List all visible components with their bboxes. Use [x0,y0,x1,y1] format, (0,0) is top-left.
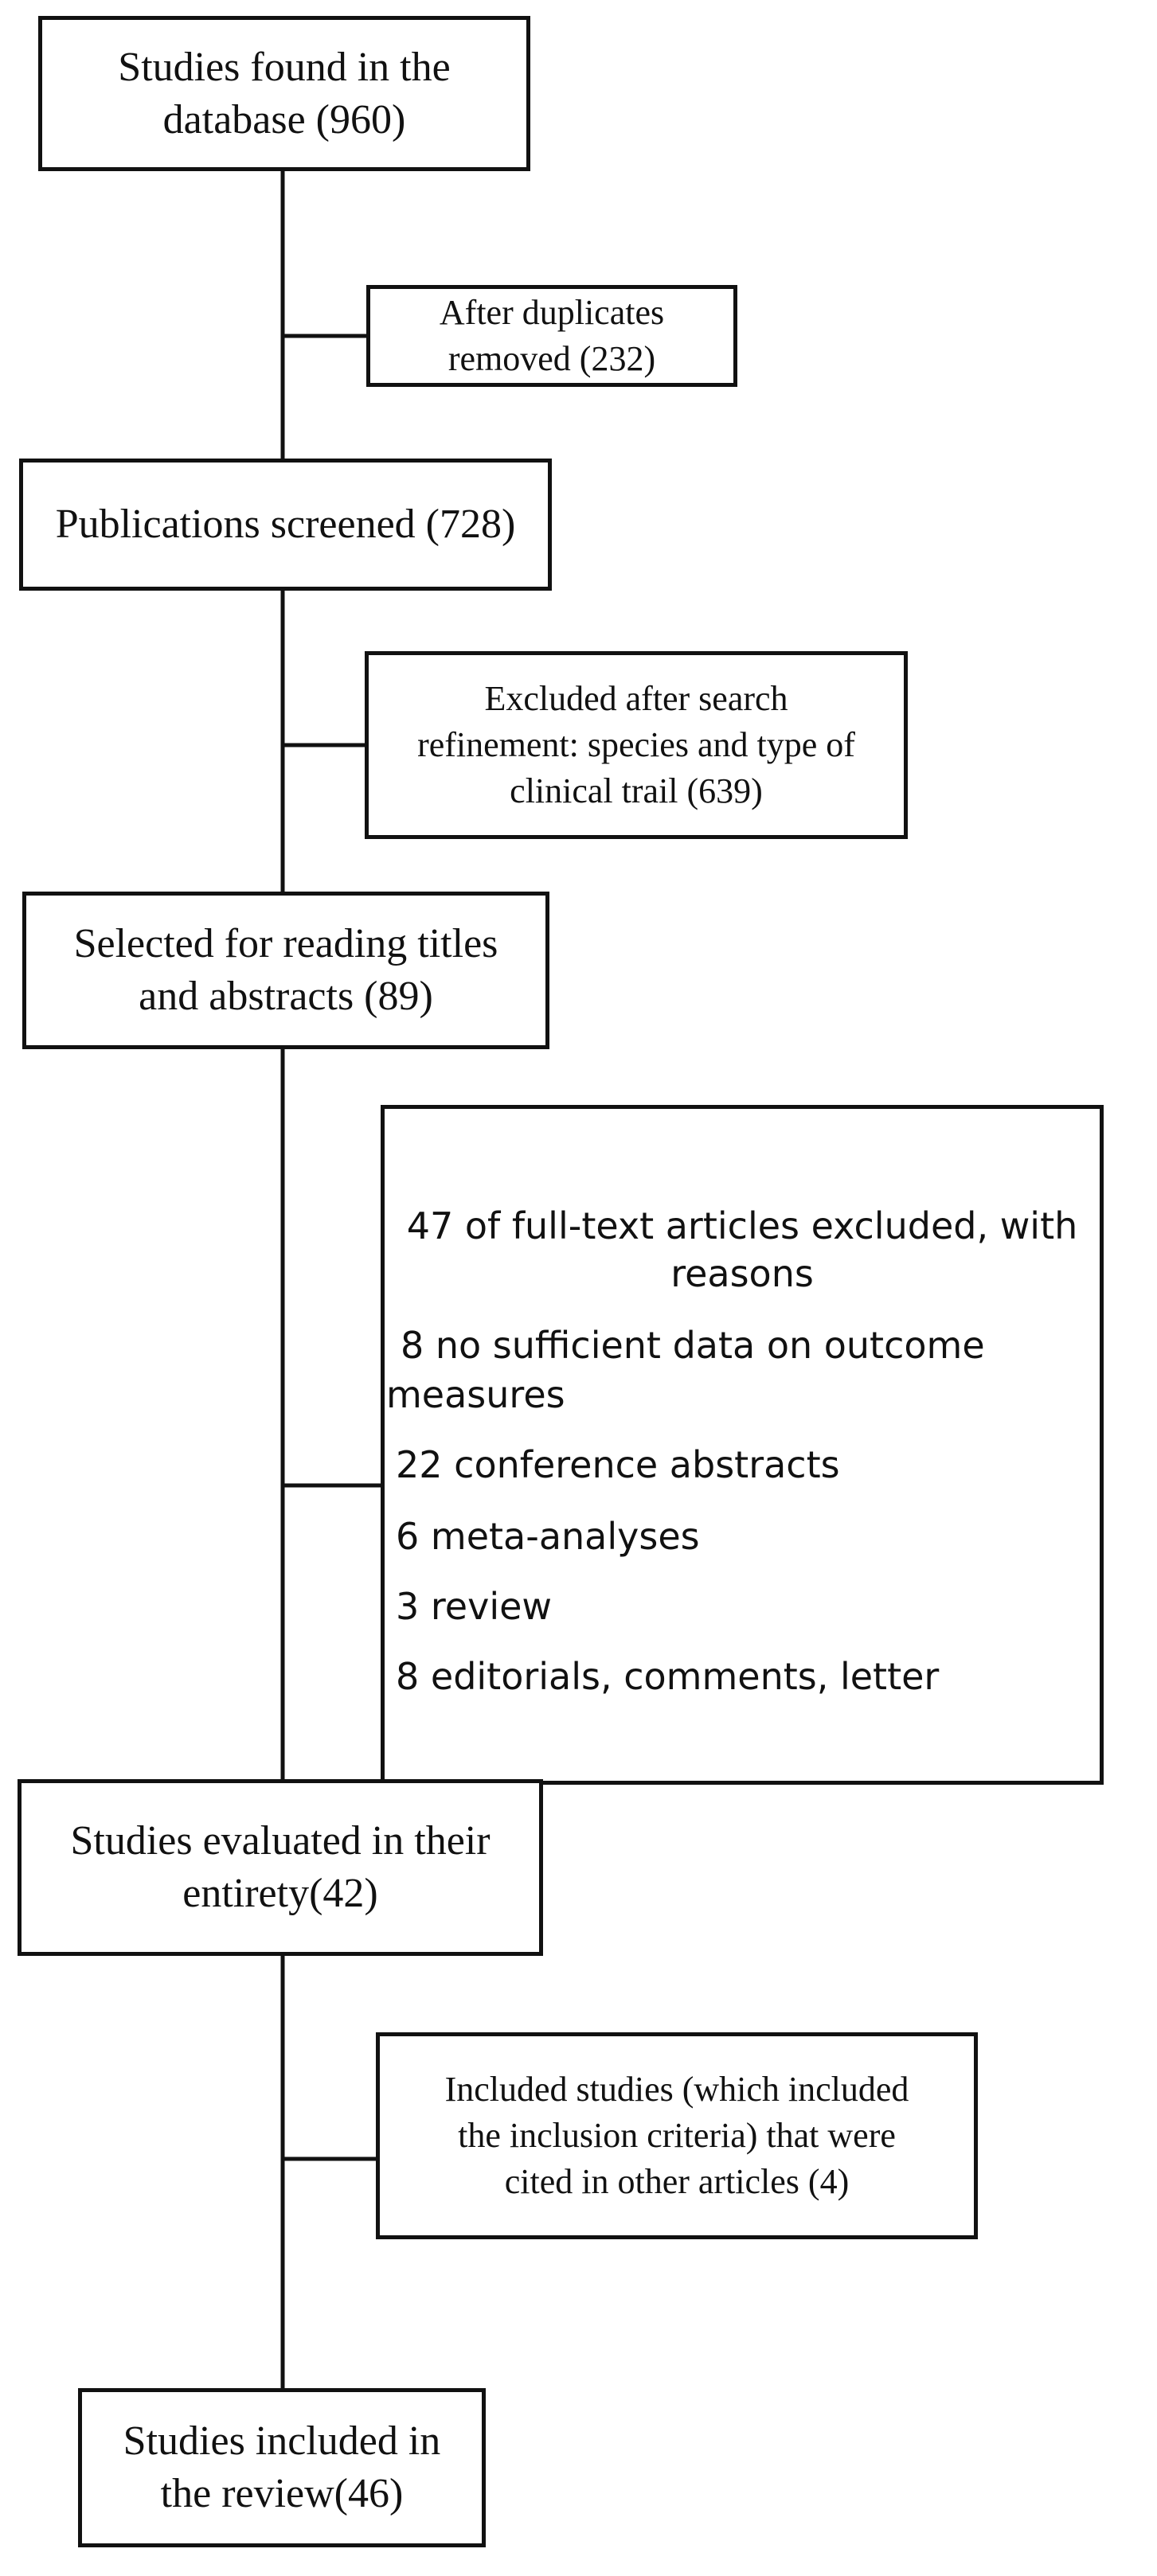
node-selected-for-reading-line2: and abstracts (89) [139,974,433,1019]
node-publications-screened-line1: Publications screened (728) [55,502,516,547]
node-studies-included-line2: the review(46) [160,2471,404,2516]
node-fulltext-excluded: 47 of full-text articles excluded, with … [381,1105,1104,1785]
node-selected-for-reading-line1: Selected for reading titles [73,921,498,966]
node-excluded-refinement-line3: clinical trail (639) [510,771,763,810]
node-excluded-refinement: Excluded after search refinement: specie… [365,651,908,839]
node-studies-found-line1: Studies found in the [118,44,451,90]
reason-item: 8 editorials, comments, letter [396,1655,940,1698]
reason-item: 22 conference abstracts [396,1443,840,1486]
node-studies-evaluated-line1: Studies evaluated in their [70,1818,491,1864]
reason-item: 6 meta-analyses [396,1515,700,1558]
node-studies-included: Studies included in the review(46) [78,2388,486,2547]
node-cited-studies: Included studies (which included the inc… [376,2032,978,2239]
reason-item-continuation: measures [386,1373,565,1416]
node-duplicates-removed-line2: removed (232) [448,339,656,378]
node-duplicates-removed-line1: After duplicates [439,293,665,332]
node-excluded-refinement-line2: refinement: species and type of [417,725,855,764]
node-cited-studies-line2: the inclusion criteria) that were [458,2116,896,2155]
node-excluded-refinement-line1: Excluded after search [484,679,788,718]
node-selected-for-reading: Selected for reading titles and abstract… [22,892,549,1049]
node-studies-evaluated: Studies evaluated in their entirety(42) [18,1779,543,1956]
excluded-header-line2: reasons [670,1252,814,1295]
node-cited-studies-line3: cited in other articles (4) [504,2162,850,2201]
node-studies-found-line2: database (960) [162,96,406,142]
node-studies-found: Studies found in the database (960) [38,16,530,171]
reason-item: 8 no sufficient data on outcome [401,1324,985,1367]
node-cited-studies-line1: Included studies (which included [444,2070,909,2109]
node-studies-included-line1: Studies included in [123,2418,441,2464]
node-duplicates-removed: After duplicates removed (232) [366,285,737,387]
node-publications-screened: Publications screened (728) [19,459,552,591]
node-studies-evaluated-line2: entirety(42) [182,1871,378,1916]
excluded-header-line1: 47 of full-text articles excluded, with [406,1204,1078,1247]
reason-item: 3 review [396,1585,553,1628]
